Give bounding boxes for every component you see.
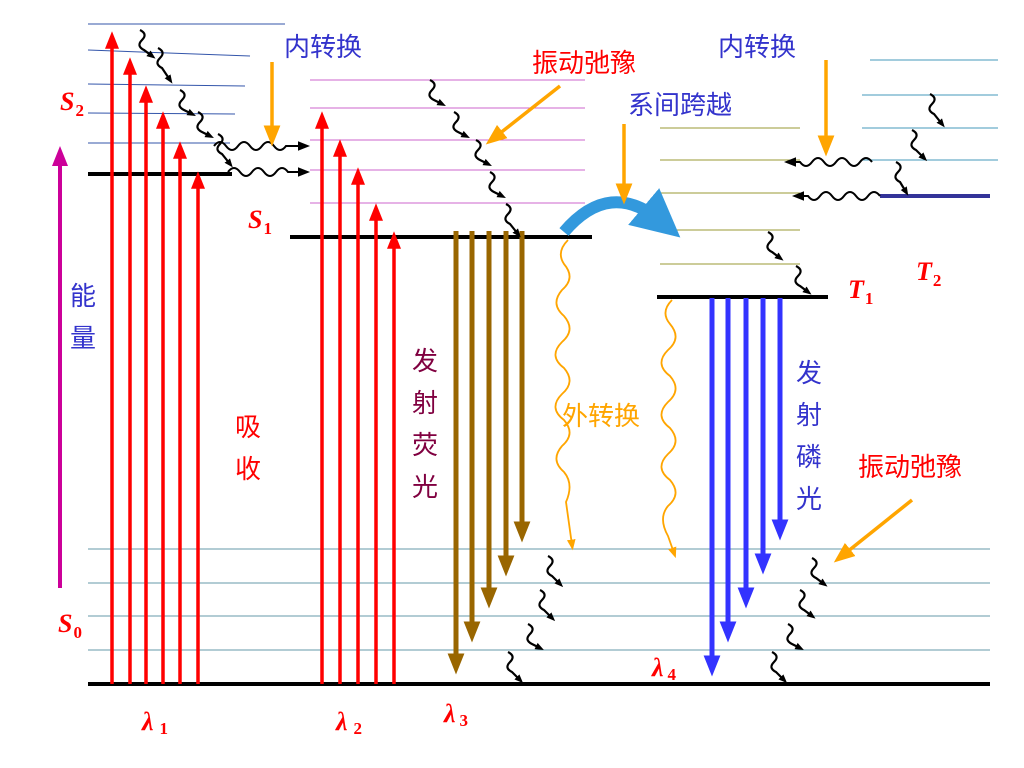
intersystem-crossing-arrow [559,188,681,238]
label-intersystem-crossing: 系间跨越 [628,91,732,121]
label-phosphorescence-2: 射 [796,401,822,431]
label-state-s0: S0 [58,609,82,642]
phosphorescence-arrows [703,298,789,677]
label-fluorescence-3: 荧 [412,431,438,461]
internal-conversion-wavy-arrows-left [213,141,310,177]
label-phosphorescence-1: 发 [796,359,822,389]
label-state-s2: S2 [60,87,84,120]
label-internal-conversion-right: 内转换 [718,33,796,63]
label-fluorescence-1: 发 [412,347,438,377]
external-conversion-wavy-arrows [554,239,677,559]
label-state-s1: S1 [248,205,272,238]
absorption-arrows-lambda2 [315,111,401,684]
label-energy-2: 量 [70,324,96,354]
label-vibrational-relaxation-bottom: 振动弛豫 [858,453,962,483]
fluorescence-arrows [447,231,531,675]
t1-vibrational-levels [660,127,800,265]
s2-vibrational-levels [87,23,285,144]
label-absorption-1: 吸 [235,413,261,443]
label-fluorescence-4: 光 [412,473,438,503]
internal-conversion-wavy-arrows-right [784,157,881,201]
absorption-arrows-lambda1 [105,31,205,684]
label-external-conversion: 外转换 [562,402,640,432]
label-state-t1: T1 [848,275,873,308]
label-vibrational-relaxation-top: 振动弛豫 [532,49,636,79]
annotation-arrows [263,60,914,563]
label-phosphorescence-3: 磷 [796,443,822,473]
label-fluorescence-2: 射 [412,389,438,419]
label-phosphorescence-4: 光 [796,485,822,515]
vibrational-relaxation-squiggles [138,29,945,684]
label-state-t2: T2 [916,257,941,290]
label-energy-1: 能 [70,282,96,312]
label-absorption-2: 收 [235,455,261,485]
label-internal-conversion-left: 内转换 [284,33,362,63]
s0-vibrational-levels [88,548,990,651]
